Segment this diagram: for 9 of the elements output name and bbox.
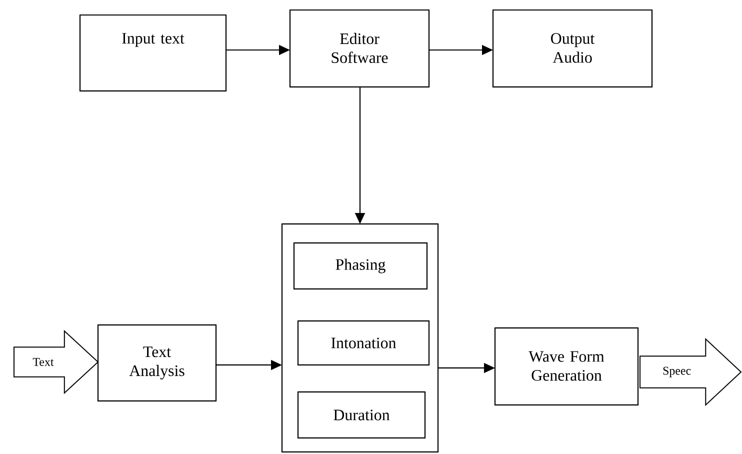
process-box: Wave Form Generation <box>494 327 639 406</box>
process-box: Editor Software <box>289 9 430 88</box>
process-box: Input text <box>79 14 227 92</box>
process-box: Intonation <box>297 320 430 366</box>
process-box: Duration <box>297 391 426 439</box>
process-box: Text Analysis <box>97 324 217 402</box>
process-box: Output Audio <box>492 9 653 88</box>
container-box <box>281 223 439 453</box>
process-box: Phasing <box>293 242 428 290</box>
